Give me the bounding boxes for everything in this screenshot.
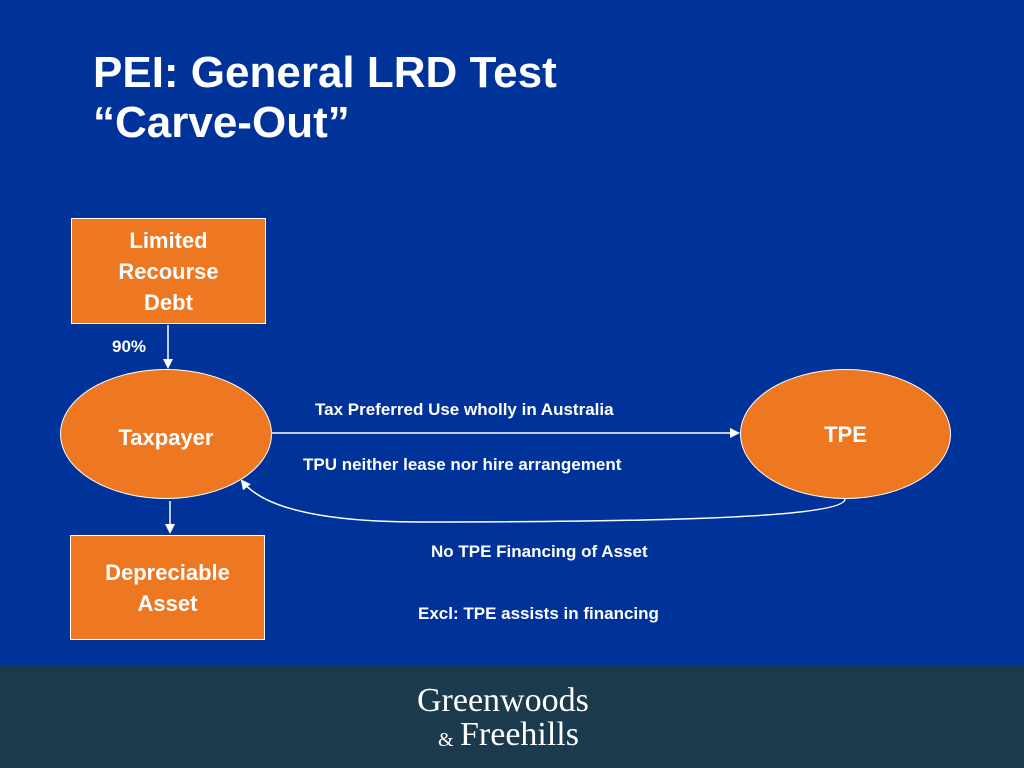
title-line-1: PEI: General LRD Test bbox=[93, 48, 557, 97]
connectors bbox=[163, 325, 846, 534]
label-percent: 90% bbox=[112, 337, 147, 356]
label-tax-preferred-use: Tax Preferred Use wholly in Australia bbox=[315, 400, 614, 419]
node-limited-recourse-debt-line-1: Limited bbox=[129, 227, 208, 253]
logo-text-line-2: Freehills bbox=[460, 716, 579, 753]
node-tpe-label: TPE bbox=[824, 422, 867, 447]
node-limited-recourse-debt-line-3: Debt bbox=[144, 289, 193, 315]
node-taxpayer-label: Taxpayer bbox=[118, 425, 214, 450]
arrow-tpe-to-taxpayer bbox=[240, 479, 846, 523]
label-excl-tpe-assists: Excl: TPE assists in financing bbox=[418, 604, 659, 623]
footer-bar: Greenwoods & Freehills bbox=[0, 665, 1024, 768]
node-depreciable-asset-line-2: Asset bbox=[137, 590, 198, 616]
node-taxpayer: Taxpayer bbox=[60, 369, 272, 499]
title-line-2: “Carve-Out” bbox=[93, 98, 350, 147]
slide: PEI: General LRD Test “Carve-Out” Limite… bbox=[60, 48, 951, 640]
node-depreciable-asset: Depreciable Asset bbox=[70, 535, 265, 640]
label-no-tpe-financing: No TPE Financing of Asset bbox=[431, 542, 648, 561]
logo-ampersand: & bbox=[438, 729, 454, 751]
label-tpu-lease: TPU neither lease nor hire arrangement bbox=[303, 455, 622, 474]
slide-title: PEI: General LRD Test “Carve-Out” bbox=[93, 48, 557, 148]
node-limited-recourse-debt: Limited Recourse Debt bbox=[71, 218, 266, 324]
node-tpe: TPE bbox=[740, 369, 951, 499]
logo-text-line-1: Greenwoods bbox=[417, 682, 589, 719]
node-depreciable-asset-line-1: Depreciable bbox=[105, 559, 230, 585]
node-limited-recourse-debt-line-2: Recourse bbox=[118, 258, 219, 284]
